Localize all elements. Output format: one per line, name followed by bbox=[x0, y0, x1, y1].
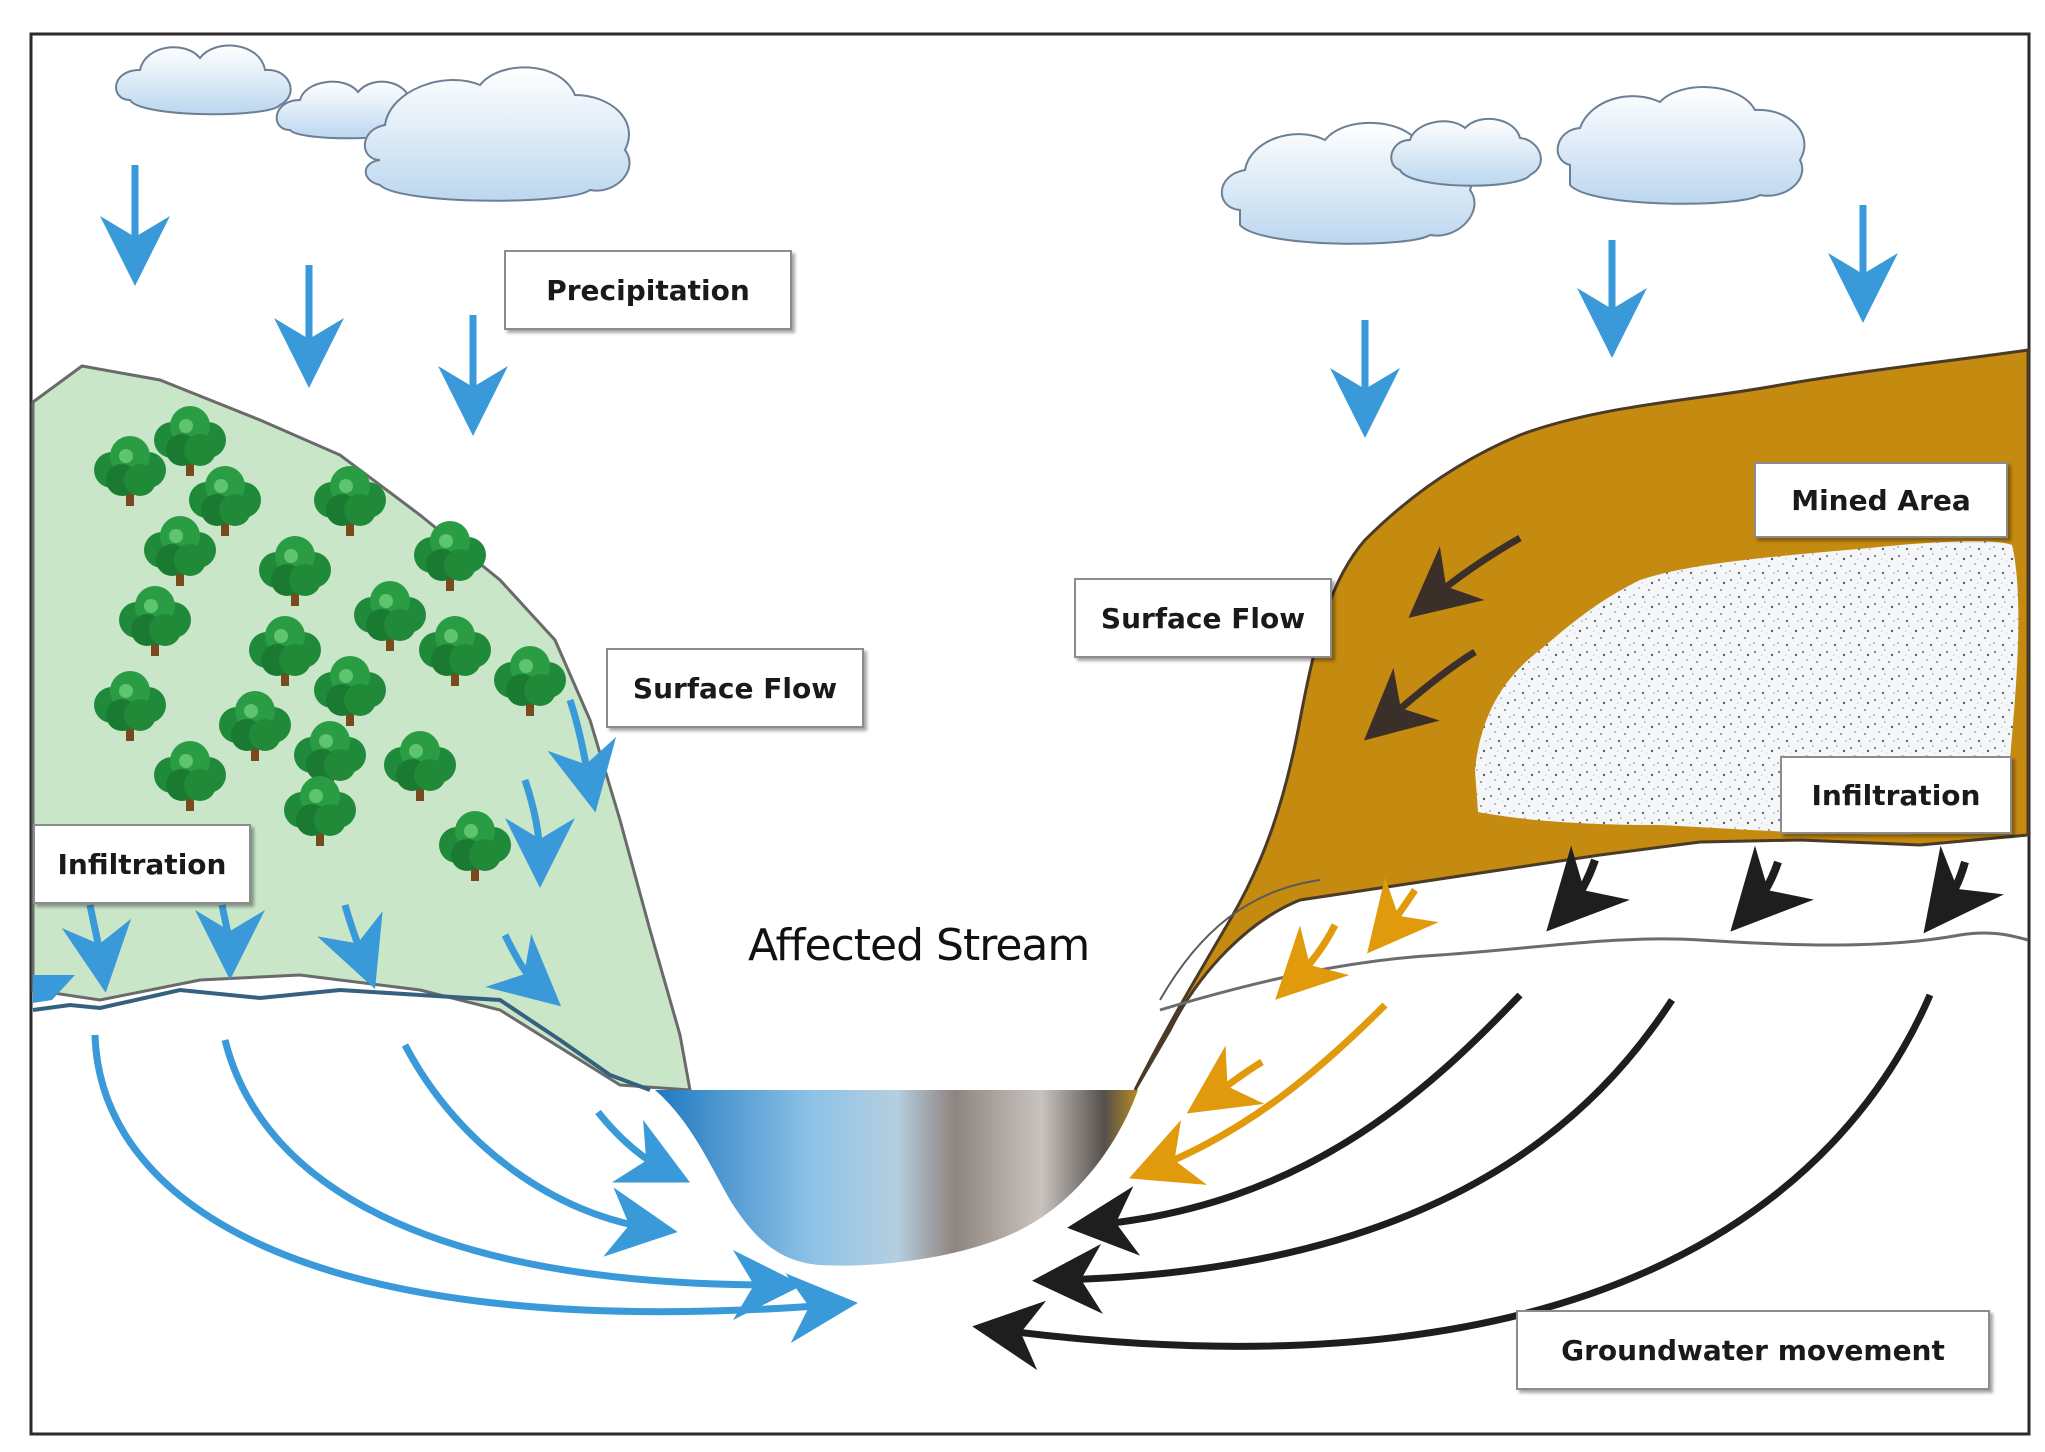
surface-flow-arrows-left bbox=[504, 698, 617, 888]
affected-stream-channel bbox=[655, 1090, 1138, 1266]
groundwater-arrows-left bbox=[91, 1034, 858, 1344]
infiltration-label-right: Infiltration bbox=[1780, 756, 2012, 834]
surface-flow-label-right: Surface Flow bbox=[1074, 578, 1332, 658]
mine-base-line bbox=[1159, 879, 1321, 1001]
clouds-right bbox=[1220, 86, 1806, 245]
precipitation-arrows-left bbox=[100, 165, 508, 436]
precipitation-label: Precipitation bbox=[504, 250, 792, 330]
infiltration-arrows-left bbox=[61, 904, 562, 1007]
water-table-right bbox=[1159, 931, 2029, 1012]
mine-infiltration-arrows bbox=[1129, 877, 1439, 1185]
small-pond-left bbox=[33, 975, 75, 1003]
infiltration-arrows-right bbox=[1546, 845, 2004, 934]
infiltration-label-left: Infiltration bbox=[33, 824, 251, 904]
affected-stream-title: Affected Stream bbox=[748, 920, 1089, 971]
mined-area-label: Mined Area bbox=[1754, 462, 2008, 538]
surface-flow-label-left: Surface Flow bbox=[606, 648, 864, 728]
precipitation-arrows-right bbox=[1330, 205, 1898, 438]
groundwater-movement-label: Groundwater movement bbox=[1516, 1310, 1990, 1390]
surface-flow-arrows-right bbox=[1363, 534, 1522, 741]
groundwater-arrows-right bbox=[972, 992, 1934, 1371]
water-table-left bbox=[32, 987, 651, 1092]
clouds-left bbox=[115, 44, 631, 202]
